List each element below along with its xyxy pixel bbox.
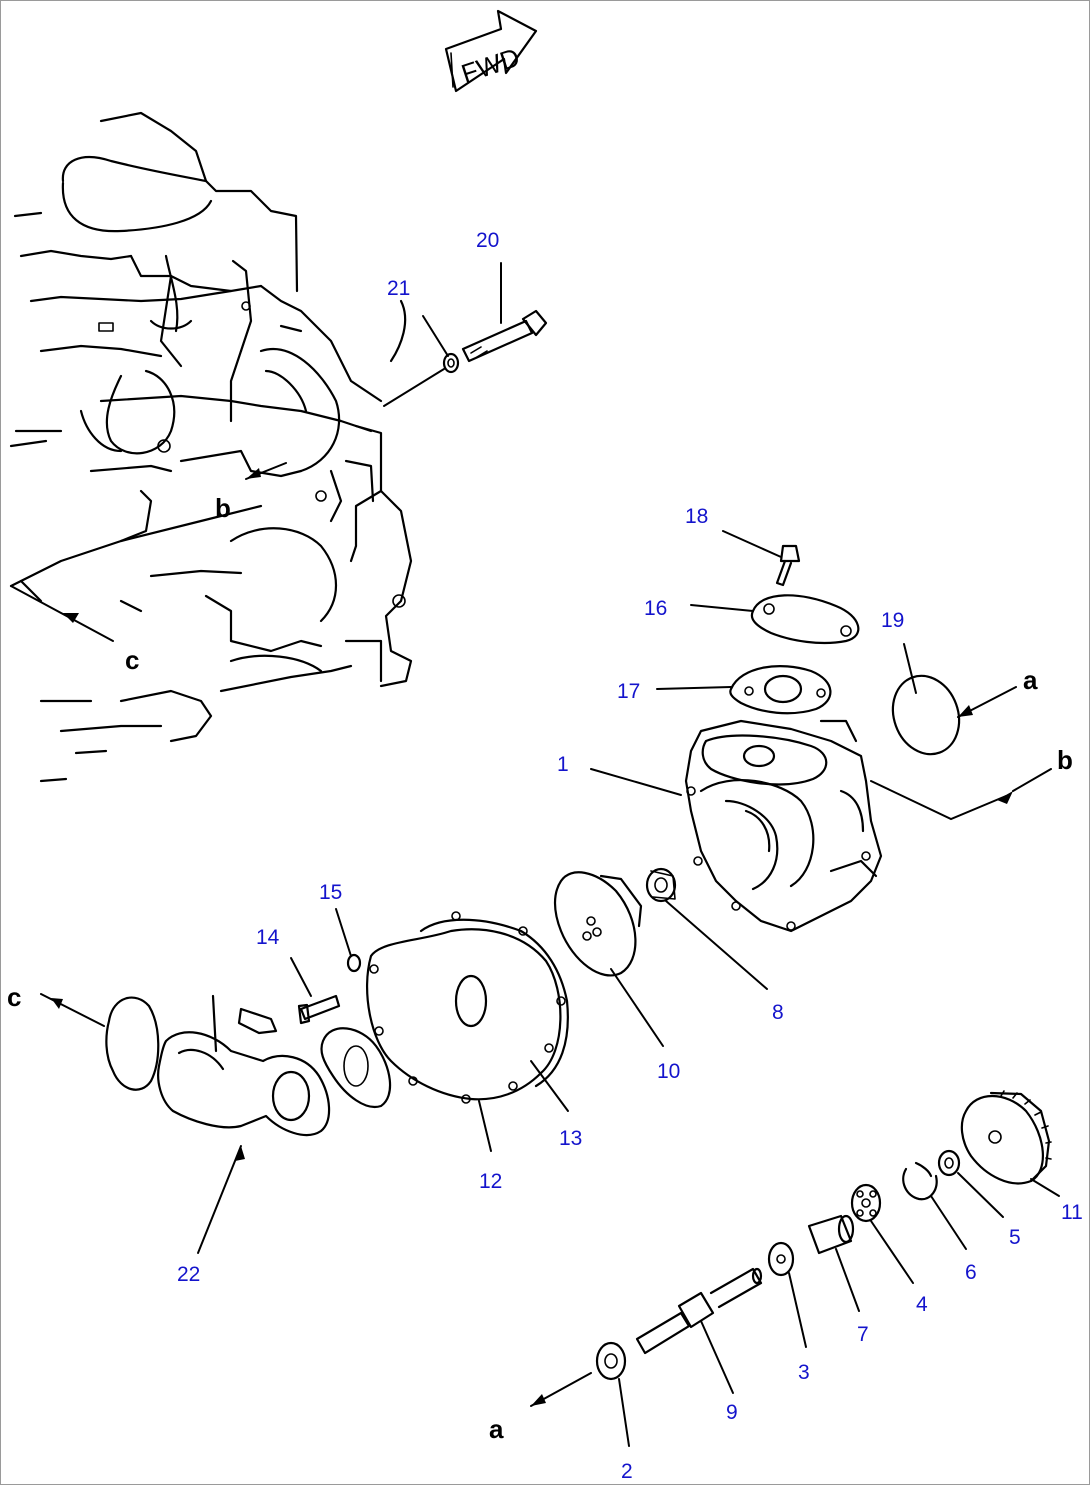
callout-5: 5	[1009, 1226, 1021, 1249]
cover-plate-part-16	[750, 594, 860, 645]
pump-housing-part-1	[684, 719, 883, 933]
callout-14: 14	[256, 926, 280, 949]
bolt-part-18	[775, 544, 801, 587]
callout-6: 6	[965, 1261, 977, 1284]
fwd-label: FWD	[458, 42, 524, 89]
connection-letter-a-top: a	[1023, 665, 1038, 695]
callout-3: 3	[798, 1361, 810, 1384]
bolt-part-14	[297, 994, 341, 1025]
spacer-part-7	[807, 1214, 855, 1255]
callout-21: 21	[387, 277, 410, 300]
connection-letter-c-pipe: c	[7, 982, 21, 1012]
o-ring-part-19	[891, 674, 961, 756]
connection-letter-c-engine: c	[125, 645, 139, 675]
engine-connection-b: b	[215, 462, 287, 523]
bearing-part-3	[767, 1241, 795, 1277]
callout-12: 12	[479, 1170, 502, 1193]
callout-1: 1	[557, 753, 569, 776]
callout-19: 19	[881, 609, 904, 632]
snap-ring-part-6	[902, 1161, 938, 1201]
callout-8: 8	[772, 1001, 784, 1024]
fwd-direction-marker: FWD	[444, 9, 538, 93]
callout-17: 17	[617, 680, 640, 703]
callout-10: 10	[657, 1060, 680, 1083]
washer-part-5	[937, 1149, 961, 1177]
gasket-flange	[320, 1027, 392, 1109]
callout-numbers: 1 2 3 4 5 6 7 8 9 10 11 12 13 14 15 16 1…	[177, 229, 1083, 1483]
bolt-part-20	[461, 309, 548, 363]
leader-lines	[197, 262, 1060, 1447]
engine-block-outline	[9, 111, 413, 783]
gasket-part-17	[729, 665, 832, 715]
gasket-part-13	[419, 911, 569, 1088]
connection-letter-b-engine: b	[215, 493, 231, 523]
connection-letter-b-pump: b	[1057, 745, 1073, 775]
callout-9: 9	[726, 1401, 738, 1424]
callout-20: 20	[476, 229, 499, 252]
callout-11: 11	[1061, 1201, 1083, 1224]
seal-part-8	[645, 867, 677, 903]
callout-16: 16	[644, 597, 667, 620]
pipe-end-flange	[105, 996, 160, 1091]
bearing-part-4	[850, 1183, 882, 1223]
washer-part-21	[442, 352, 460, 374]
connection-letter-a-bottom: a	[489, 1414, 504, 1444]
callout-13: 13	[559, 1127, 582, 1150]
pump-cover-part-12	[365, 928, 562, 1104]
impeller-part-10	[553, 871, 643, 977]
seal-part-2	[595, 1341, 627, 1381]
callout-4: 4	[916, 1293, 928, 1316]
callout-22: 22	[177, 1263, 200, 1286]
shaft-part-9	[635, 1267, 763, 1355]
callout-7: 7	[857, 1323, 869, 1346]
callout-18: 18	[685, 505, 708, 528]
callout-2: 2	[621, 1460, 633, 1483]
washer-part-15	[346, 953, 362, 973]
engine-connection-c: c	[10, 585, 139, 675]
pipe-part-22	[157, 994, 331, 1136]
callout-15: 15	[319, 881, 342, 904]
gear-part-11	[960, 1090, 1052, 1185]
